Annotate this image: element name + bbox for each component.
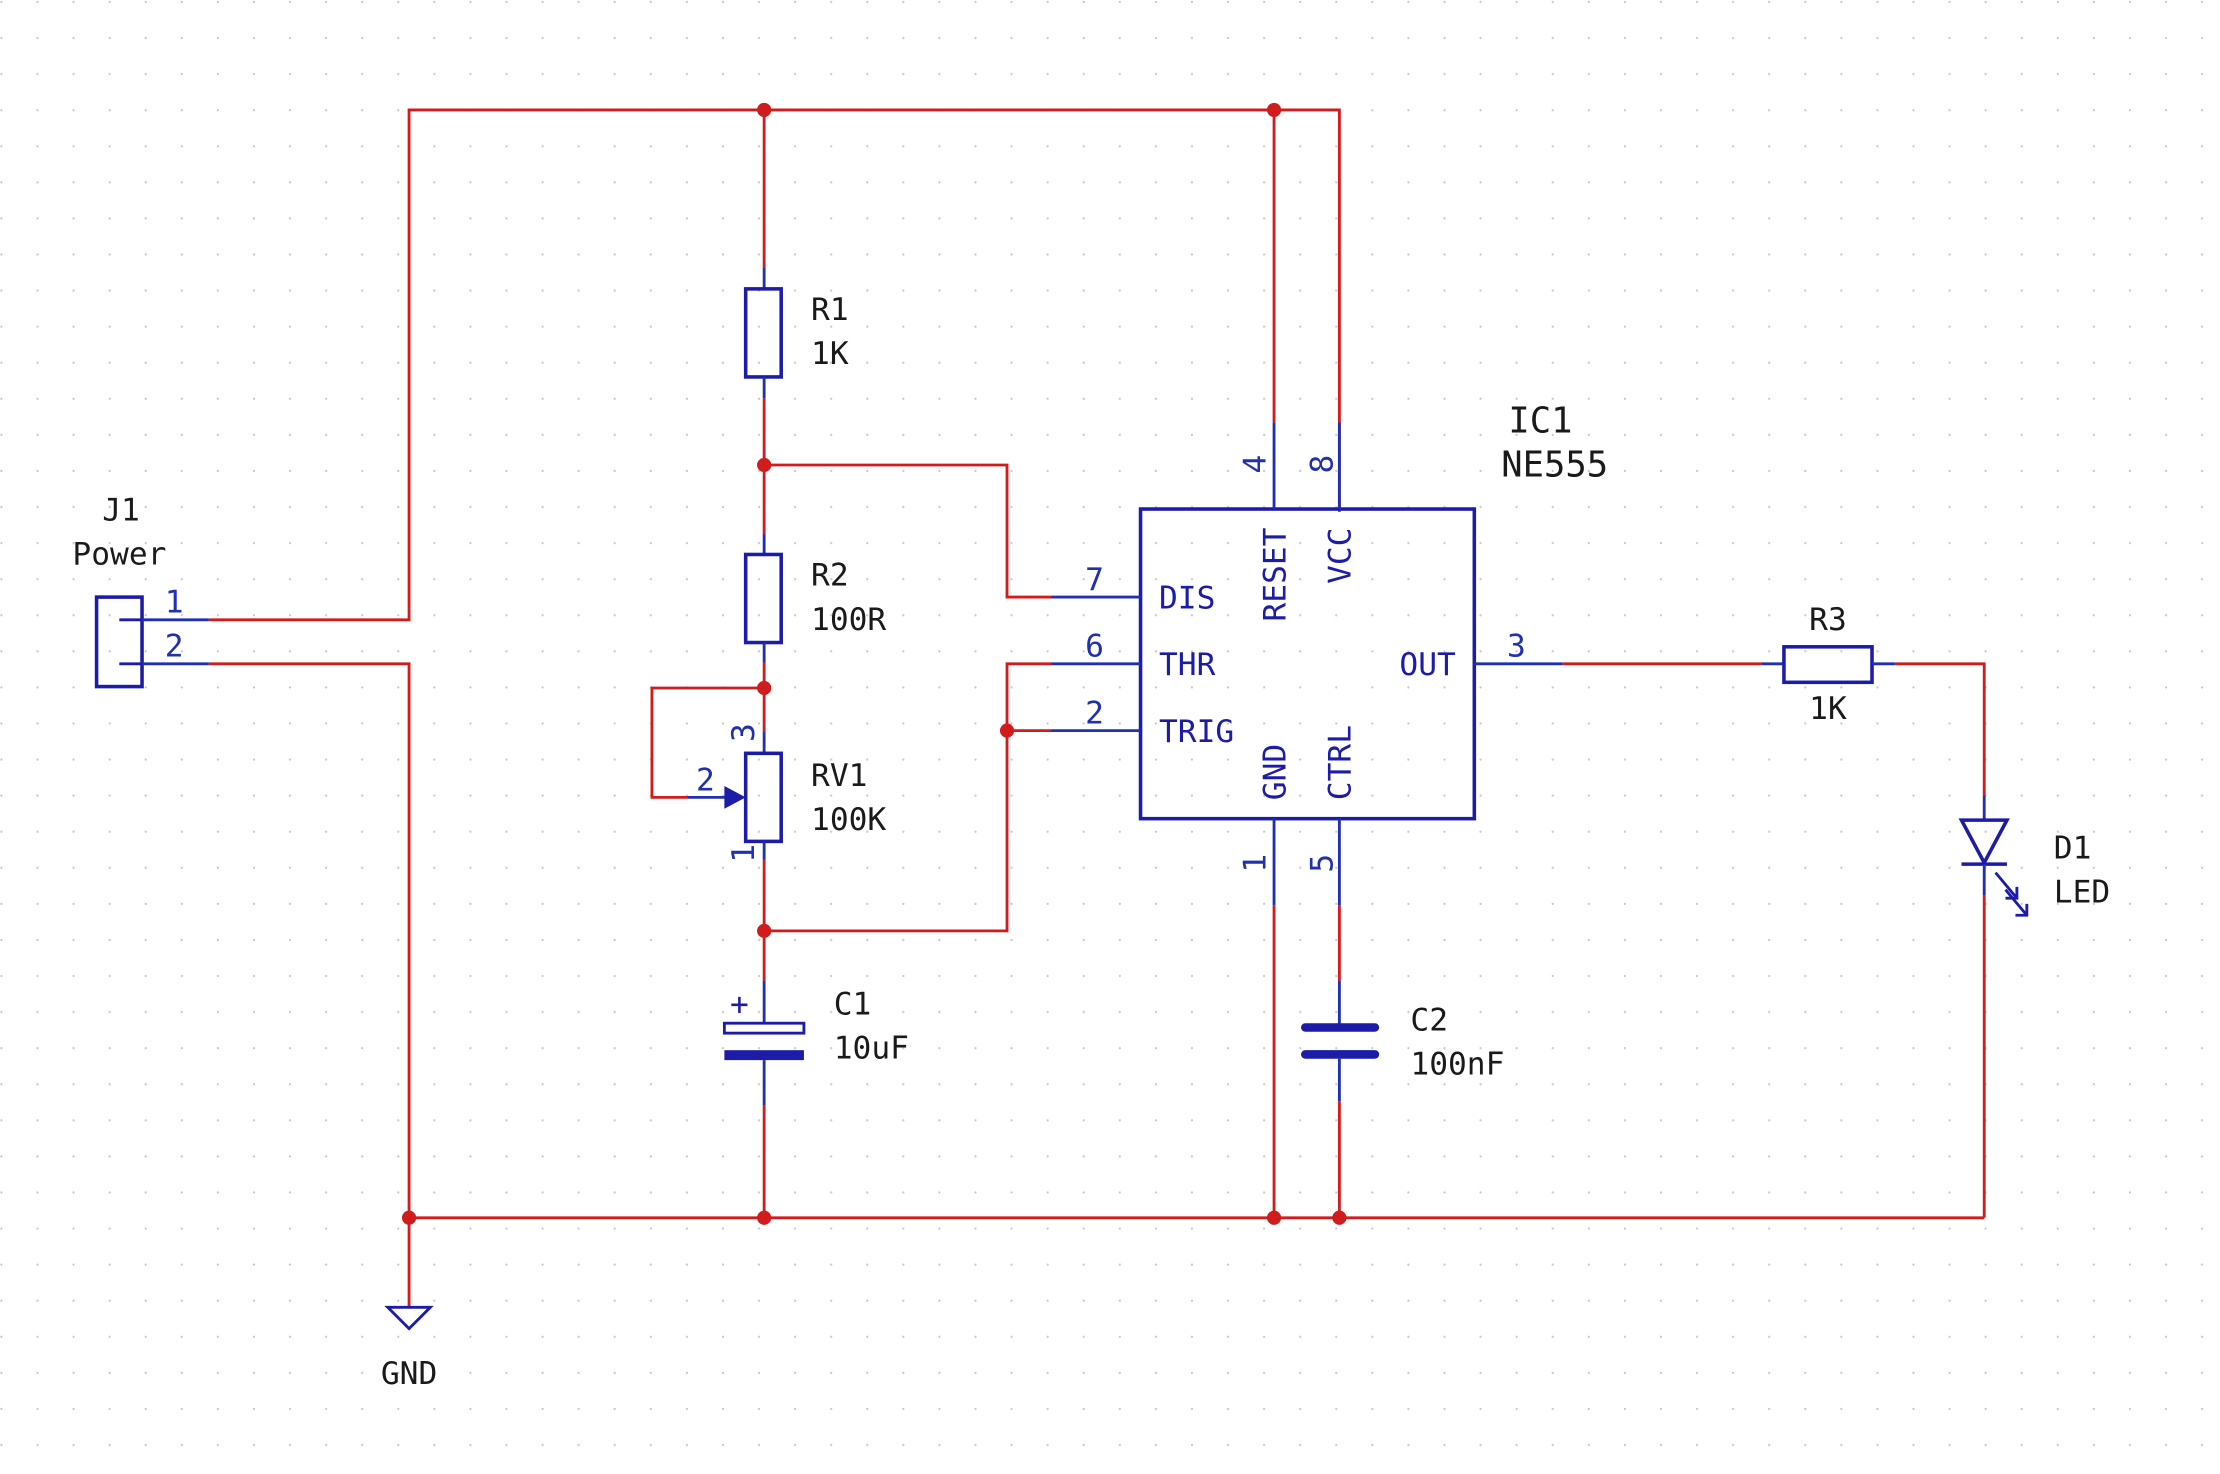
- wire-r3-led: [1894, 662, 1986, 796]
- junction-dot: [757, 102, 772, 118]
- r3-value: 1K: [1809, 691, 1847, 727]
- ic-ne555: DIS THR TRIG OUT RESET VCC GND CTRL 7 6 …: [1051, 400, 1608, 906]
- d1-triangle: [1958, 818, 2010, 867]
- wire-gnd-return: [208, 662, 411, 1308]
- junctions: [401, 102, 1347, 1225]
- junction-dot: [757, 923, 772, 938]
- junction-dot: [401, 1210, 417, 1225]
- capacitor-c2: C2 100nF: [1301, 980, 1504, 1102]
- ic1-pin-out-name: OUT: [1399, 647, 1456, 683]
- c1-plate-negative: [724, 1050, 804, 1061]
- ic1-pin-dis-number: 7: [1085, 562, 1104, 598]
- ic1-ref: IC1: [1508, 400, 1572, 441]
- j1-value: Power: [72, 536, 166, 572]
- resistor-r1: R1 1K: [743, 267, 849, 399]
- c2-plate-top: [1301, 1023, 1380, 1032]
- ic1-pin-thr-name: THR: [1159, 647, 1216, 683]
- d1-ref: D1: [2054, 830, 2092, 866]
- ic1-pin-trig-number: 2: [1085, 696, 1104, 732]
- ic1-value: NE555: [1501, 444, 1608, 485]
- ic1-pin-ctrl-name: CTRL: [1323, 725, 1359, 800]
- rv1-ref: RV1: [811, 758, 867, 794]
- rv1-value: 100K: [811, 802, 886, 838]
- ground-triangle: [384, 1305, 434, 1331]
- c1-value: 10uF: [834, 1031, 909, 1067]
- c2-ref: C2: [1410, 1002, 1448, 1038]
- ic1-pin-out-number: 3: [1507, 629, 1526, 665]
- ic1-pin-reset-number: 4: [1238, 455, 1274, 474]
- c1-ref: C1: [834, 987, 872, 1023]
- r2-body: [743, 552, 783, 645]
- wire-discharge: [764, 463, 1052, 599]
- junction-dot: [757, 1210, 772, 1225]
- r2-value: 100R: [811, 602, 886, 638]
- d1-value: LED: [2054, 874, 2110, 910]
- j1-pin2-number: 2: [165, 629, 184, 665]
- connector-j1: J1 Power 1 2: [72, 492, 209, 689]
- d1-emission-arrows: [1994, 871, 2029, 917]
- j1-ref: J1: [102, 492, 140, 528]
- potentiometer-rv1: 3 2 1 RV1 100K: [687, 723, 886, 863]
- c1-polarity-mark: +: [730, 987, 749, 1023]
- r2-ref: R2: [811, 558, 849, 594]
- rv1-wiper-arrow: [724, 786, 746, 809]
- ic1-pin-reset-name: RESET: [1257, 527, 1293, 621]
- ic1-pin-gnd-number: 1: [1238, 854, 1274, 873]
- ground-label: GND: [381, 1356, 437, 1392]
- junction-dot: [1332, 1210, 1347, 1225]
- led-d1: D1 LED: [1958, 795, 2110, 917]
- ic1-pin-ctrl-number: 5: [1304, 854, 1340, 873]
- wire-rv1-wiper-loop: [650, 686, 765, 799]
- wire-vcc-rail: [208, 108, 1341, 622]
- junction-dot: [1266, 102, 1282, 118]
- r1-ref: R1: [811, 292, 849, 328]
- c2-value: 100nF: [1410, 1046, 1504, 1082]
- capacitor-c1: + C1 10uF: [722, 980, 909, 1106]
- r3-ref: R3: [1809, 602, 1847, 638]
- wires: [208, 108, 1986, 1308]
- junction-dot: [1266, 1210, 1282, 1225]
- rv1-pin2-number: 2: [696, 762, 715, 798]
- ic1-pin-thr-number: 6: [1085, 629, 1104, 665]
- ic1-pin-vcc-name: VCC: [1323, 527, 1359, 583]
- resistor-r3: R3 1K: [1761, 602, 1895, 727]
- ic1-pin-vcc-number: 8: [1304, 455, 1340, 474]
- rv1-pin3-number: 3: [726, 723, 762, 742]
- j1-pin1-number: 1: [165, 585, 184, 621]
- r1-value: 1K: [811, 336, 849, 372]
- ic1-pin-dis-name: DIS: [1159, 580, 1215, 616]
- ic1-pin-gnd-name: GND: [1257, 744, 1293, 800]
- resistor-r2: R2 100R: [743, 533, 886, 663]
- c1-plate-positive: [722, 1021, 806, 1035]
- ic1-pin-trig-name: TRIG: [1159, 714, 1234, 750]
- wire-thr-trig: [764, 662, 1052, 933]
- junction-dot: [757, 680, 772, 696]
- junction-dot: [999, 723, 1015, 738]
- junction-dot: [757, 457, 772, 473]
- j1-body: [94, 595, 144, 689]
- c2-plate-bottom: [1301, 1050, 1380, 1059]
- rv1-pin1-number: 1: [726, 844, 762, 863]
- ground-symbol: GND: [381, 1305, 437, 1392]
